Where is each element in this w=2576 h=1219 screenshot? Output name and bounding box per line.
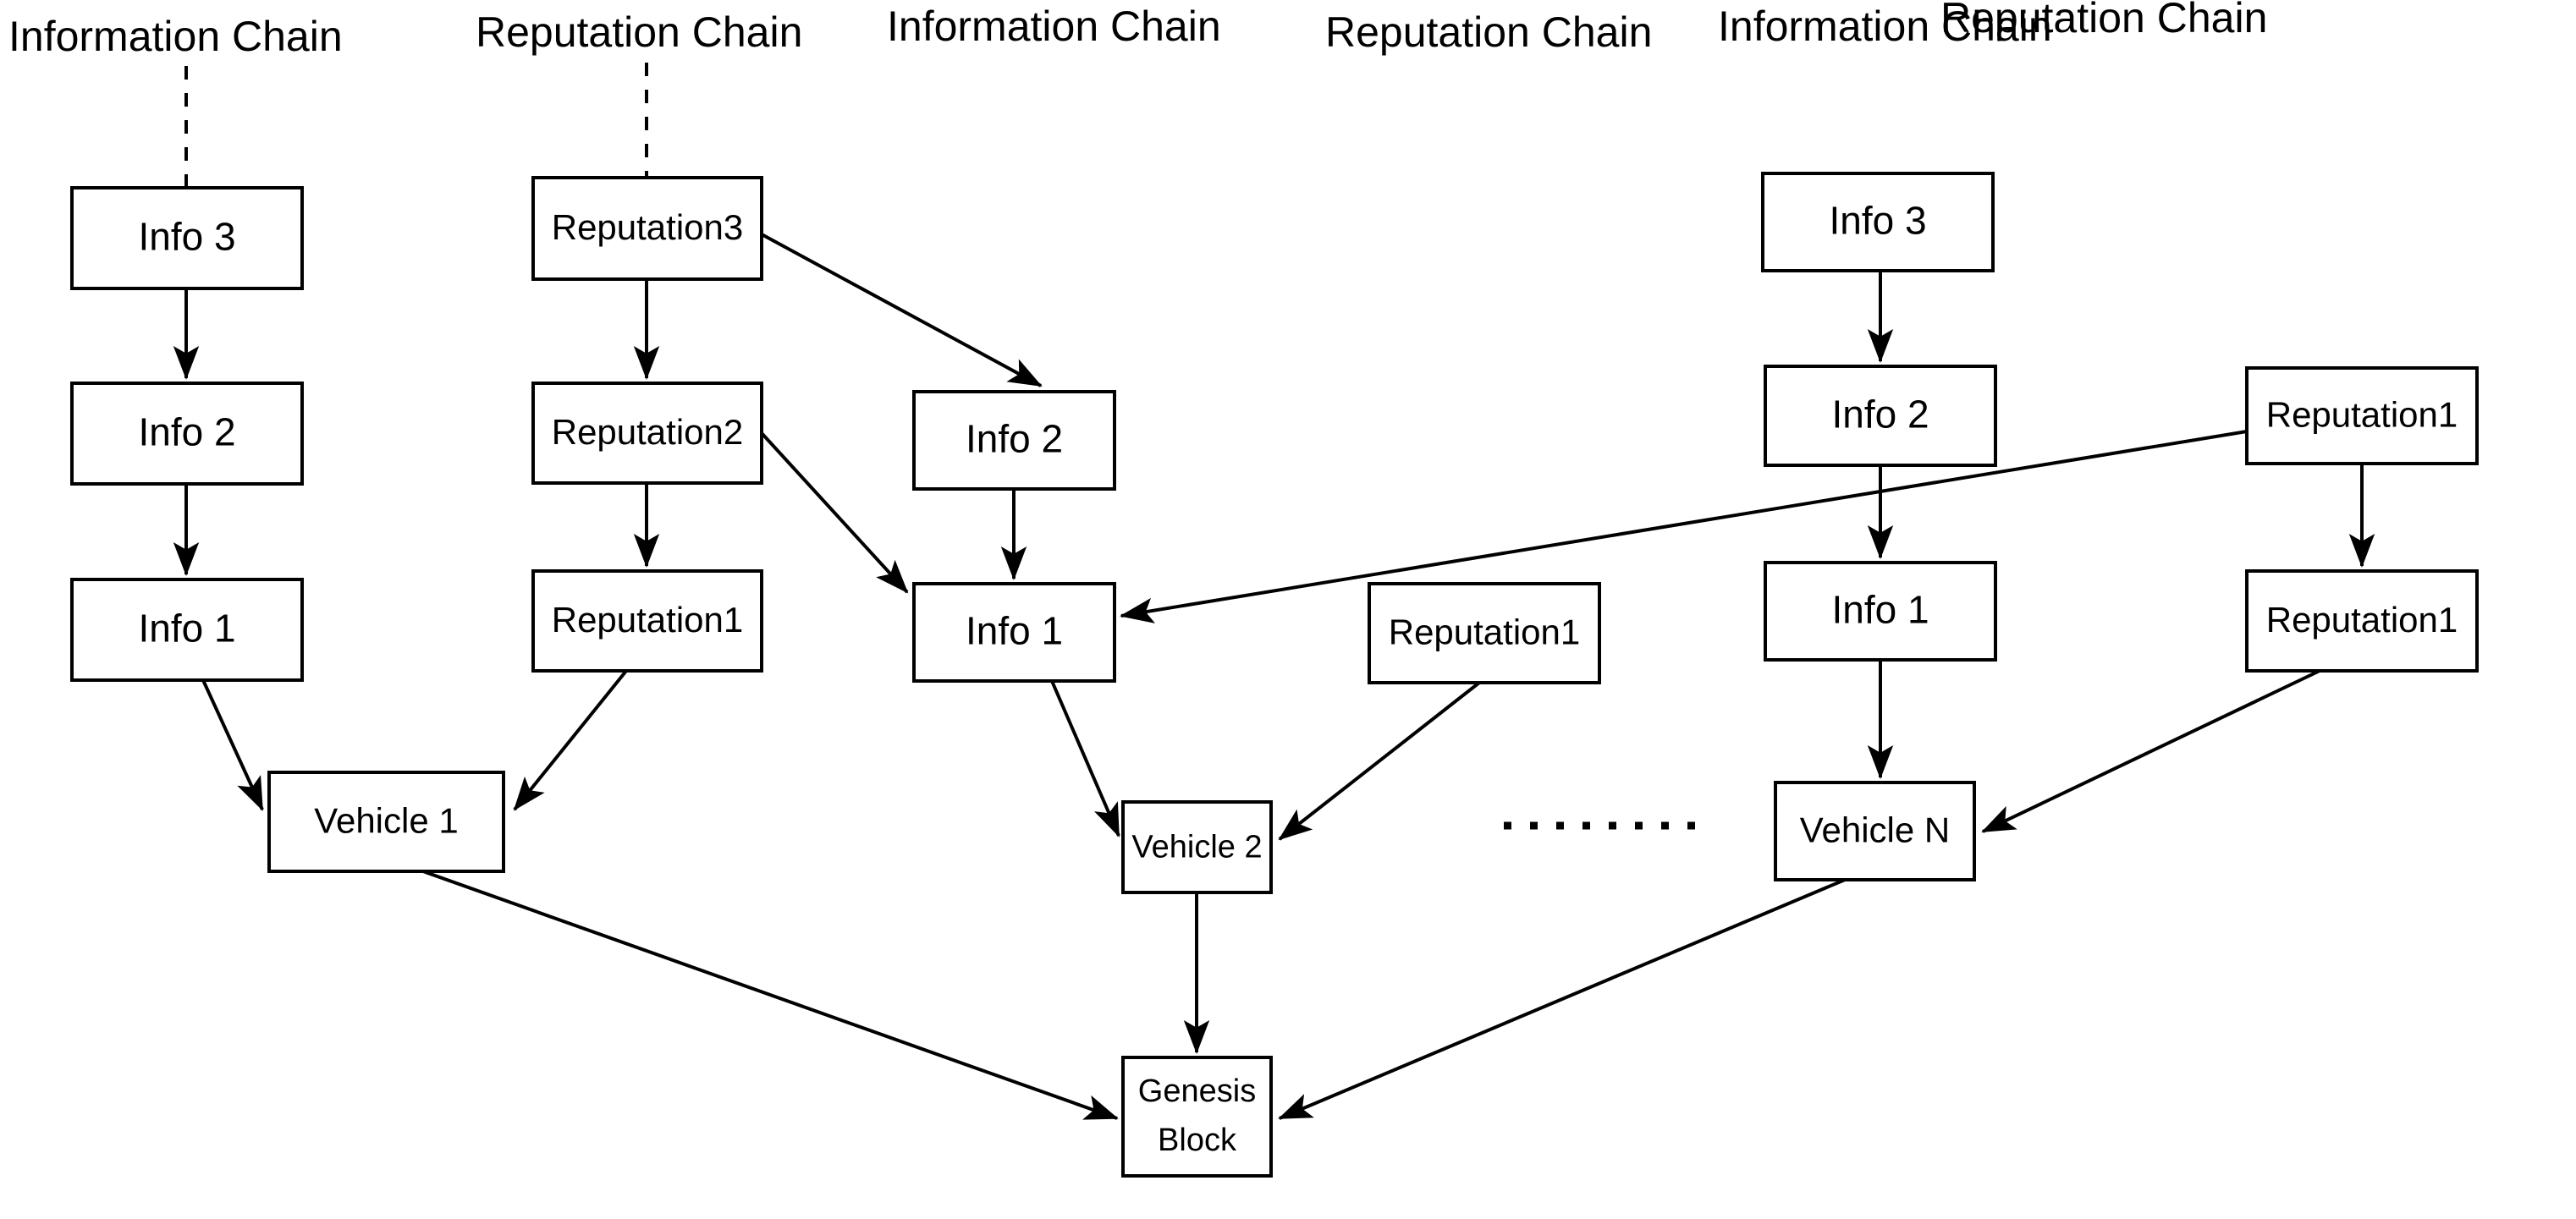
- node-label-genesis-line1: Genesis: [1138, 1073, 1256, 1109]
- node-n2-rep3[interactable]: Reputation3: [531, 176, 763, 281]
- node-n1-info3[interactable]: Info 3: [70, 186, 304, 290]
- node-label-n4-rep1: Reputation1: [1389, 612, 1581, 652]
- node-vehN[interactable]: Vehicle N: [1774, 781, 1976, 881]
- node-n1-info1[interactable]: Info 1: [70, 578, 304, 682]
- chain-header-hdr-3: Information Chain: [887, 3, 1221, 50]
- edge-n1-info1-to-veh1: [201, 679, 264, 811]
- ellipsis-layer: [1504, 821, 1695, 830]
- node-label-n1-info1: Info 1: [138, 607, 235, 651]
- node-n6-rep1b[interactable]: Reputation1: [2245, 569, 2479, 673]
- node-label-n5-info1: Info 1: [1831, 588, 1929, 632]
- node-label-n2-rep1: Reputation1: [552, 600, 744, 640]
- node-box-vehN: [1774, 781, 1976, 881]
- ellipsis-dot: [1582, 821, 1590, 830]
- node-box-n5-info1: [1764, 561, 1997, 662]
- node-n4-rep1[interactable]: Reputation1: [1368, 582, 1601, 684]
- node-n5-info3[interactable]: Info 3: [1761, 172, 1995, 272]
- ellipsis-dot: [1530, 821, 1538, 830]
- node-n5-info1[interactable]: Info 1: [1764, 561, 1997, 662]
- node-label-n2-rep2: Reputation2: [552, 412, 744, 452]
- node-veh2[interactable]: Vehicle 2: [1121, 800, 1273, 894]
- node-n2-rep2[interactable]: Reputation2: [531, 382, 763, 485]
- ellipsis-dot: [1687, 821, 1695, 830]
- node-label-n5-info2: Info 2: [1831, 393, 1929, 437]
- node-box-genesis: [1121, 1056, 1273, 1178]
- node-box-n2-rep2: [531, 382, 763, 485]
- node-label-n1-info2: Info 2: [138, 410, 235, 454]
- node-label-n3-info1: Info 1: [966, 609, 1063, 653]
- edge-n6-rep1b-to-vehN: [1981, 669, 2320, 833]
- node-label-n1-info3: Info 3: [138, 215, 235, 259]
- node-label-genesis-line2: Block: [1158, 1123, 1237, 1158]
- edge-n2-rep2-to-n3-info1: [760, 431, 909, 594]
- node-n3-info1[interactable]: Info 1: [912, 582, 1116, 683]
- ellipsis-dot: [1504, 821, 1511, 830]
- node-box-veh2: [1121, 800, 1273, 894]
- node-box-n3-info2: [912, 390, 1116, 491]
- node-n2-rep1[interactable]: Reputation1: [531, 569, 763, 673]
- node-box-n2-rep1: [531, 569, 763, 673]
- chain-header-hdr-2: Reputation Chain: [476, 8, 802, 56]
- node-veh1[interactable]: Vehicle 1: [267, 771, 505, 873]
- node-box-n2-rep3: [531, 176, 763, 281]
- edge-veh1-to-genesis: [422, 870, 1119, 1120]
- nodes-layer: Info 3 Info 2 Info 1 Reputation3Reputation2…: [70, 172, 2479, 1178]
- node-label-n3-info2: Info 2: [966, 417, 1063, 461]
- chain-header-hdr-5: Information Chain: [1718, 3, 2052, 50]
- ellipsis-dot: [1661, 821, 1669, 830]
- node-n6-rep1a[interactable]: Reputation1: [2245, 366, 2479, 465]
- edges-layer: [173, 63, 2375, 1120]
- node-box-n6-rep1a: [2245, 366, 2479, 465]
- node-n3-info2[interactable]: Info 2: [912, 390, 1116, 491]
- ellipsis-dot: [1609, 821, 1616, 830]
- node-label-vehN: Vehicle N: [1800, 810, 1950, 850]
- edge-vehN-to-genesis: [1278, 878, 1846, 1120]
- node-label-veh1: Vehicle 1: [314, 801, 458, 841]
- node-box-n1-info3: [70, 186, 304, 290]
- node-label-n5-info3: Info 3: [1829, 199, 1926, 243]
- node-box-n5-info2: [1764, 365, 1997, 467]
- edge-n4-rep1-to-veh2: [1278, 681, 1481, 841]
- edge-n3-info1-to-veh2: [1050, 680, 1120, 837]
- node-label-n6-rep1b: Reputation1: [2266, 600, 2458, 640]
- node-box-veh1: [267, 771, 505, 873]
- node-box-n5-info3: [1761, 172, 1995, 272]
- node-label-veh2: Vehicle 2: [1131, 830, 1262, 865]
- node-box-n6-rep1b: [2245, 569, 2479, 673]
- node-n5-info2[interactable]: Info 2: [1764, 365, 1997, 467]
- node-box-n1-info1: [70, 578, 304, 682]
- node-box-n4-rep1: [1368, 582, 1601, 684]
- node-label-n6-rep1a: Reputation1: [2266, 395, 2458, 435]
- edge-n2-rep1-to-veh1: [513, 669, 628, 811]
- chain-header-hdr-1: Information Chain: [8, 13, 343, 60]
- ellipsis-dot: [1556, 821, 1564, 830]
- node-label-n2-rep3: Reputation3: [552, 207, 744, 247]
- chain-header-hdr-4: Reputation Chain: [1325, 8, 1652, 56]
- edge-n6-rep1a-to-n3-info1: [1120, 430, 2248, 623]
- node-box-n1-info2: [70, 382, 304, 486]
- chain-header-hdr-6: Reputation Chain: [1940, 0, 2267, 41]
- ellipsis-dot: [1635, 821, 1643, 830]
- edge-n2-rep3-to-n3-info2: [761, 233, 1043, 387]
- node-n1-info2[interactable]: Info 2: [70, 382, 304, 486]
- node-box-n3-info1: [912, 582, 1116, 683]
